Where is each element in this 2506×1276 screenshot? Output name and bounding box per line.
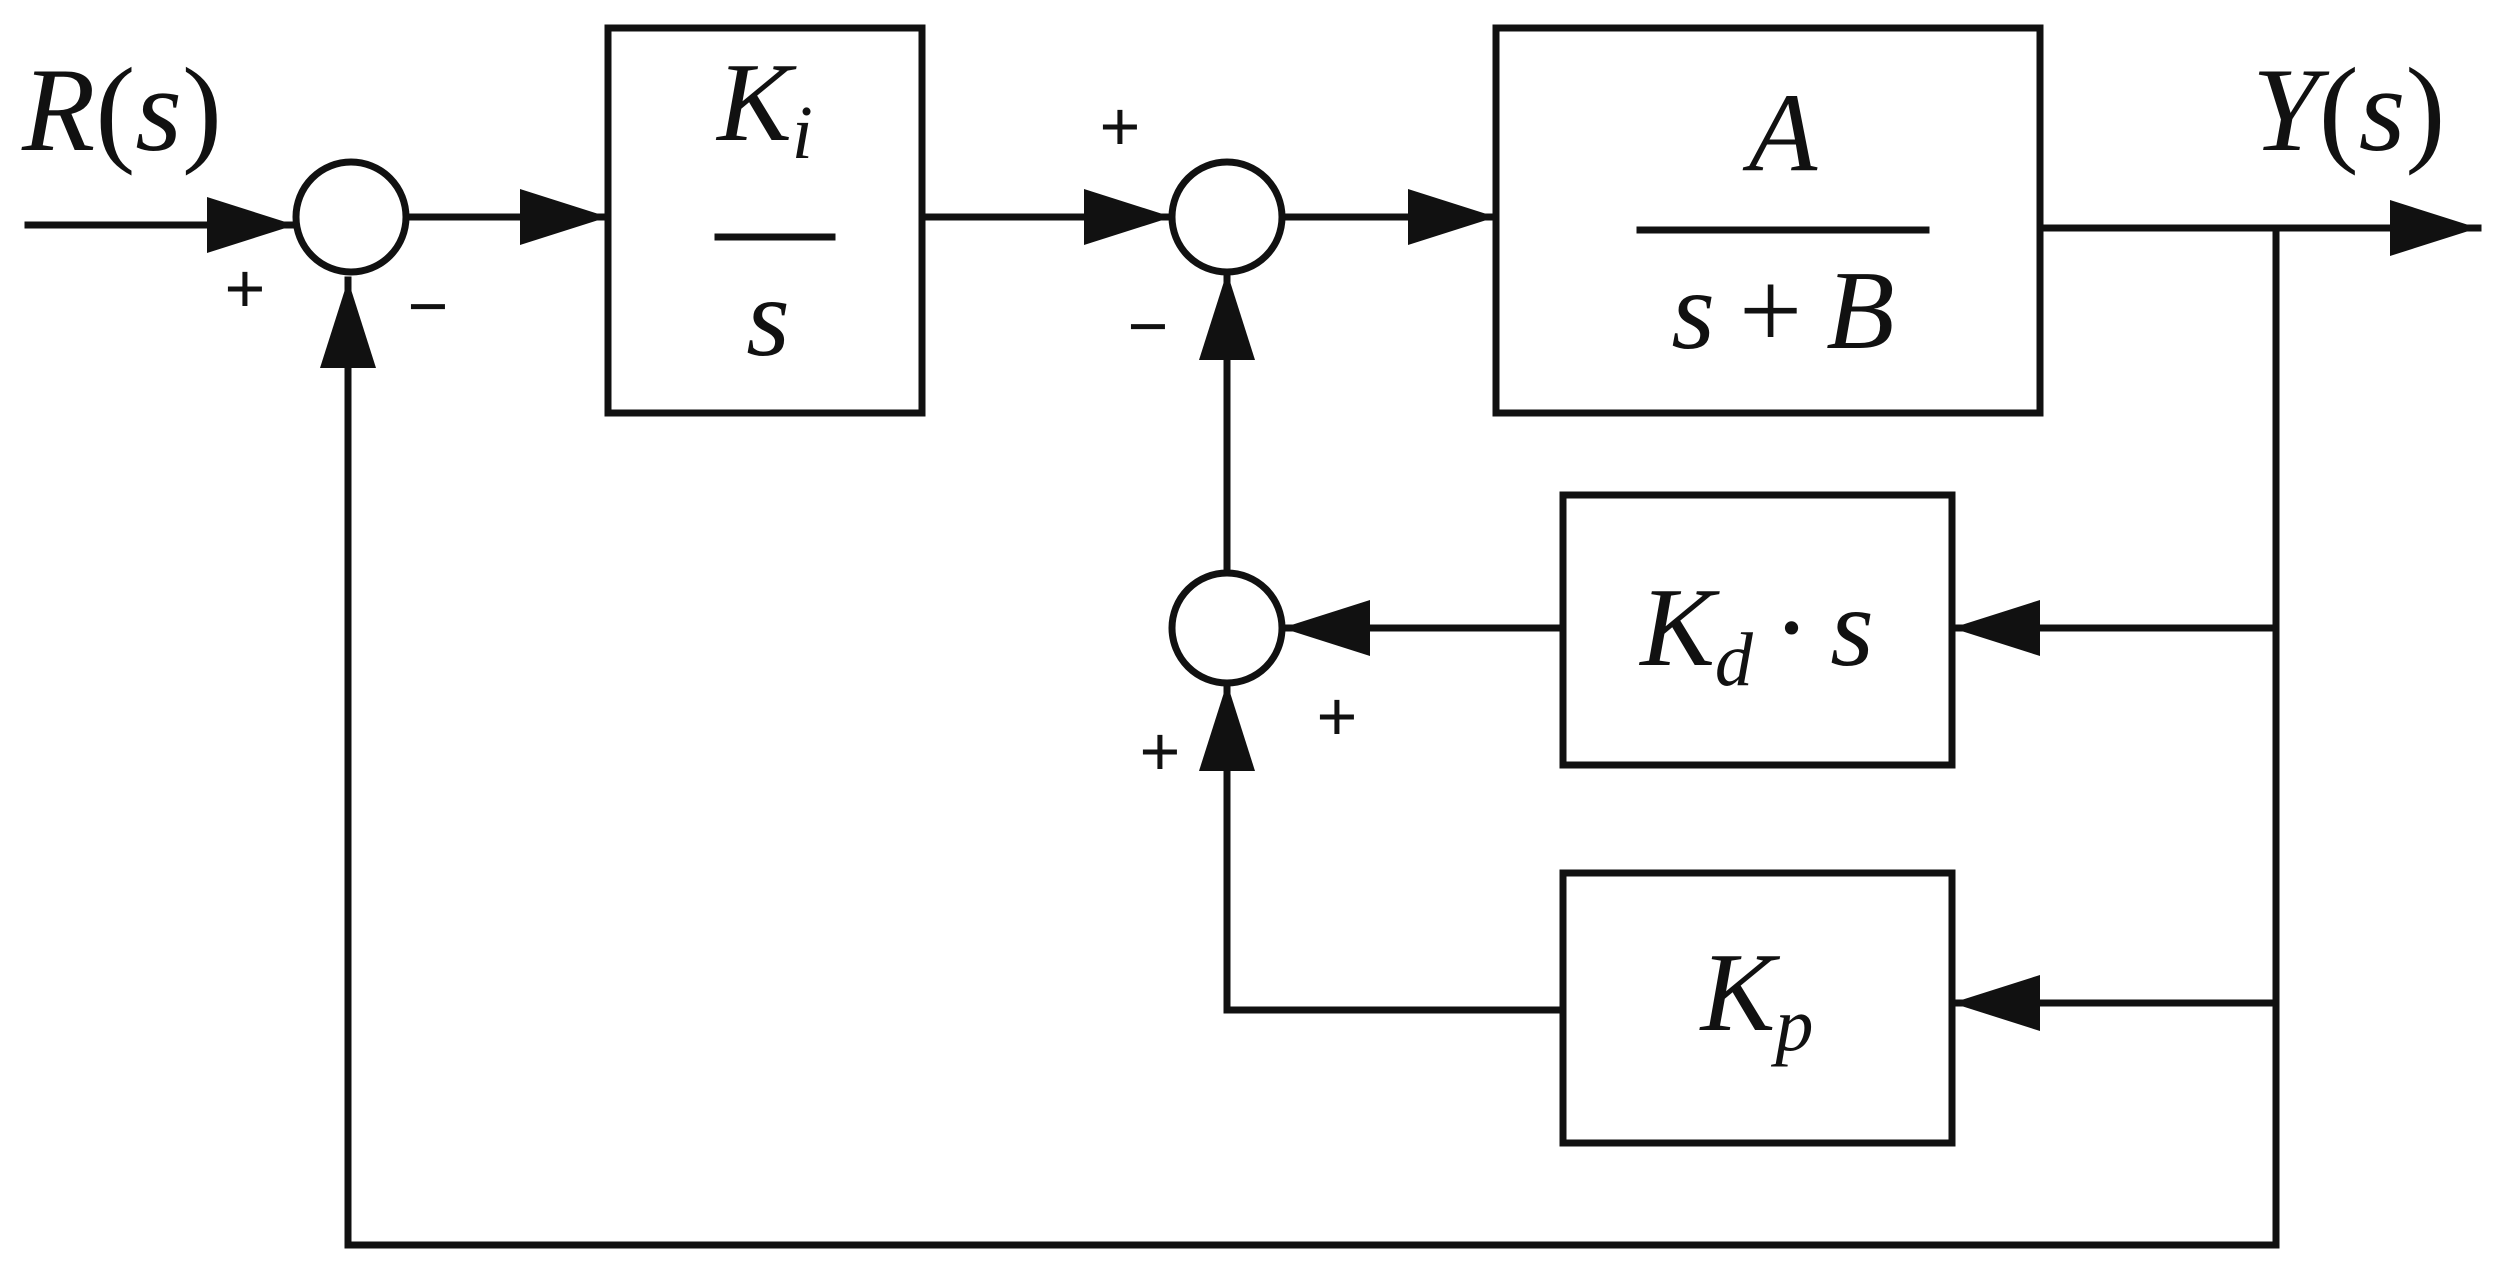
arrow-into-sum3-bottom	[1199, 683, 1255, 771]
integrator-numerator: Ki	[715, 41, 813, 175]
summing-junction-2	[1168, 158, 1286, 276]
integrator-denominator: s	[746, 256, 790, 380]
wire-proportional-to-sum3	[1223, 679, 1567, 1014]
arrow-into-sum1-bottom	[320, 280, 376, 368]
arrow-output	[2390, 200, 2478, 256]
integrator-label: Ki s	[715, 41, 813, 380]
sum2-plus-sign: +	[1100, 87, 1141, 165]
proportional-block	[1559, 869, 1956, 1147]
signal-wires	[24, 213, 2482, 1249]
integrator-block	[604, 24, 926, 417]
derivative-block	[1559, 491, 1956, 769]
plant-label: A s+B	[1671, 71, 1894, 373]
arrow-into-sum3-right	[1282, 600, 1370, 656]
arrow-into-integrator	[520, 189, 608, 245]
arrow-into-sum1	[207, 197, 295, 253]
sum1-plus-sign: +	[225, 249, 266, 327]
summing-junction-1	[292, 158, 410, 276]
derivative-label: Kd·s	[1638, 566, 1874, 702]
proportional-text: Kp	[1699, 931, 1814, 1067]
sum3-plus-bottom-sign: +	[1140, 712, 1181, 790]
arrow-into-sum2	[1084, 189, 1172, 245]
wire-outer-feedback	[344, 276, 2280, 1249]
output-signal-label: Y(s)	[2252, 43, 2445, 176]
arrowheads	[207, 189, 2478, 1031]
arrow-into-derivative	[1952, 600, 2040, 656]
plant-denominator: s+B	[1671, 249, 1894, 373]
sum2-minus-sign: −	[1128, 287, 1169, 365]
summing-junction-3	[1168, 569, 1286, 687]
arrow-into-sum2-bottom	[1199, 272, 1255, 360]
sum3-plus-right-sign: +	[1317, 677, 1358, 755]
proportional-label: Kp	[1699, 931, 1814, 1067]
plant-block	[1492, 24, 2044, 417]
derivative-text: Kd·s	[1638, 566, 1874, 702]
plant-numerator: A	[1742, 71, 1818, 195]
sum1-minus-sign: −	[408, 267, 449, 345]
arrow-into-plant	[1408, 189, 1496, 245]
arrow-into-proportional	[1952, 975, 2040, 1031]
input-signal-label: R(s)	[21, 43, 222, 176]
